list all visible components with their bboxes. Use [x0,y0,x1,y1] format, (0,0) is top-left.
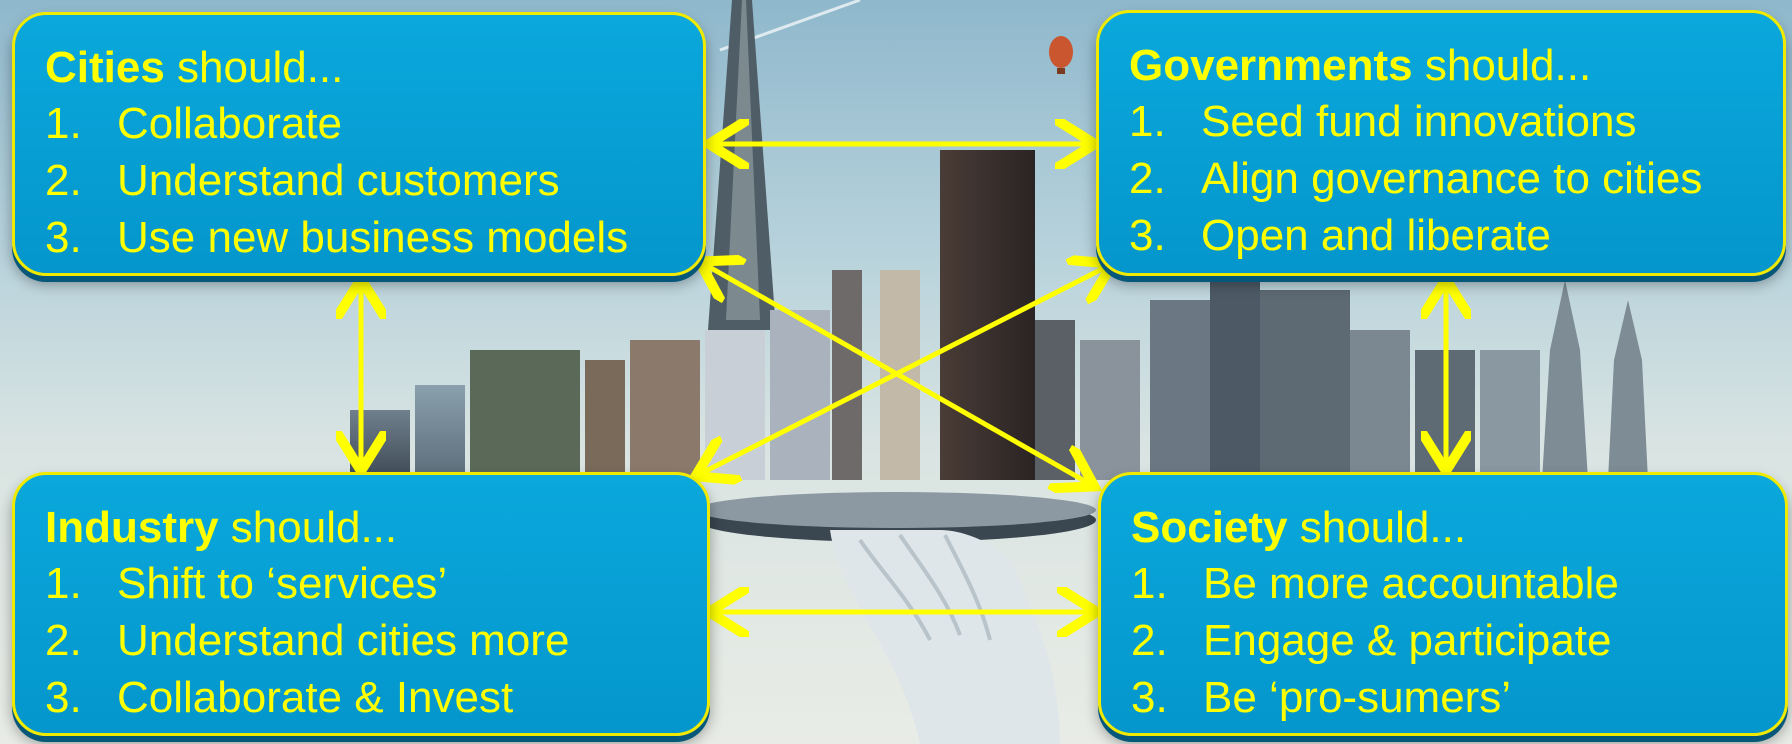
list-item: 3. Collaborate & Invest [45,669,707,726]
industry-card-title: Industry should... [45,501,707,555]
cities-card: Cities should... 1. Collaborate 2. Underst… [12,12,706,276]
item-text: Understand cities more [117,616,570,665]
list-item: 1. Seed fund innovations [1129,93,1783,150]
item-text: Understand customers [117,156,560,205]
list-item: 1. Shift to ‘services’ [45,555,707,612]
arrow-governments-industry [700,266,1108,474]
item-number: 2. [1131,616,1168,665]
governments-title-bold: Governments [1129,41,1413,90]
society-title-rest: should... [1287,503,1467,552]
list-item: 2. Understand customers [45,152,703,209]
item-text: Collaborate [117,99,343,148]
item-number: 3. [45,213,82,262]
cities-title-rest: should... [164,43,344,92]
governments-card-title: Governments should... [1129,39,1783,93]
cities-card-title: Cities should... [45,41,703,95]
item-text: Use new business models [117,213,629,262]
industry-title-bold: Industry [45,503,219,552]
item-text: Open and liberate [1201,211,1551,260]
item-number: 3. [1129,211,1166,260]
list-item: 3. Be ‘pro-sumers’ [1131,669,1785,726]
item-number: 1. [45,559,82,608]
item-number: 1. [1131,559,1168,608]
item-text: Be more accountable [1203,559,1619,608]
society-card: Society should... 1.Be more accountable … [1098,472,1788,736]
industry-title-rest: should... [218,503,398,552]
item-text: Shift to ‘services’ [117,559,448,608]
list-item: 3. Open and liberate [1129,207,1783,264]
item-text: Seed fund innovations [1201,97,1637,146]
cities-title-bold: Cities [45,43,165,92]
governments-title-rest: should... [1412,41,1592,90]
item-number: 2. [45,616,82,665]
list-item: 1. Collaborate [45,95,703,152]
list-item: 1. Be more accountable [1131,555,1785,612]
item-number: 2. [45,156,82,205]
item-text: Align governance to cities [1201,154,1703,203]
list-item: 2. Engage & participate [1131,612,1785,669]
item-number: 3. [1131,673,1168,722]
item-text: Engage & participate [1203,616,1612,665]
item-number: 1. [45,99,82,148]
list-item: 2. Align governance to cities [1129,150,1783,207]
society-title-bold: Society [1131,503,1288,552]
governments-card: Governments should... 1. Seed fund innova… [1096,10,1786,276]
item-number: 2. [1129,154,1166,203]
item-number: 1. [1129,97,1166,146]
item-text: Be ‘pro-sumers’ [1203,673,1512,722]
item-number: 3. [45,673,82,722]
industry-card: Industry should... 1. Shift to ‘services’… [12,472,710,736]
list-item: 3. Use new business models [45,209,703,266]
society-card-title: Society should... [1131,501,1785,555]
item-text: Collaborate & Invest [117,673,514,722]
list-item: 2. Understand cities more [45,612,707,669]
